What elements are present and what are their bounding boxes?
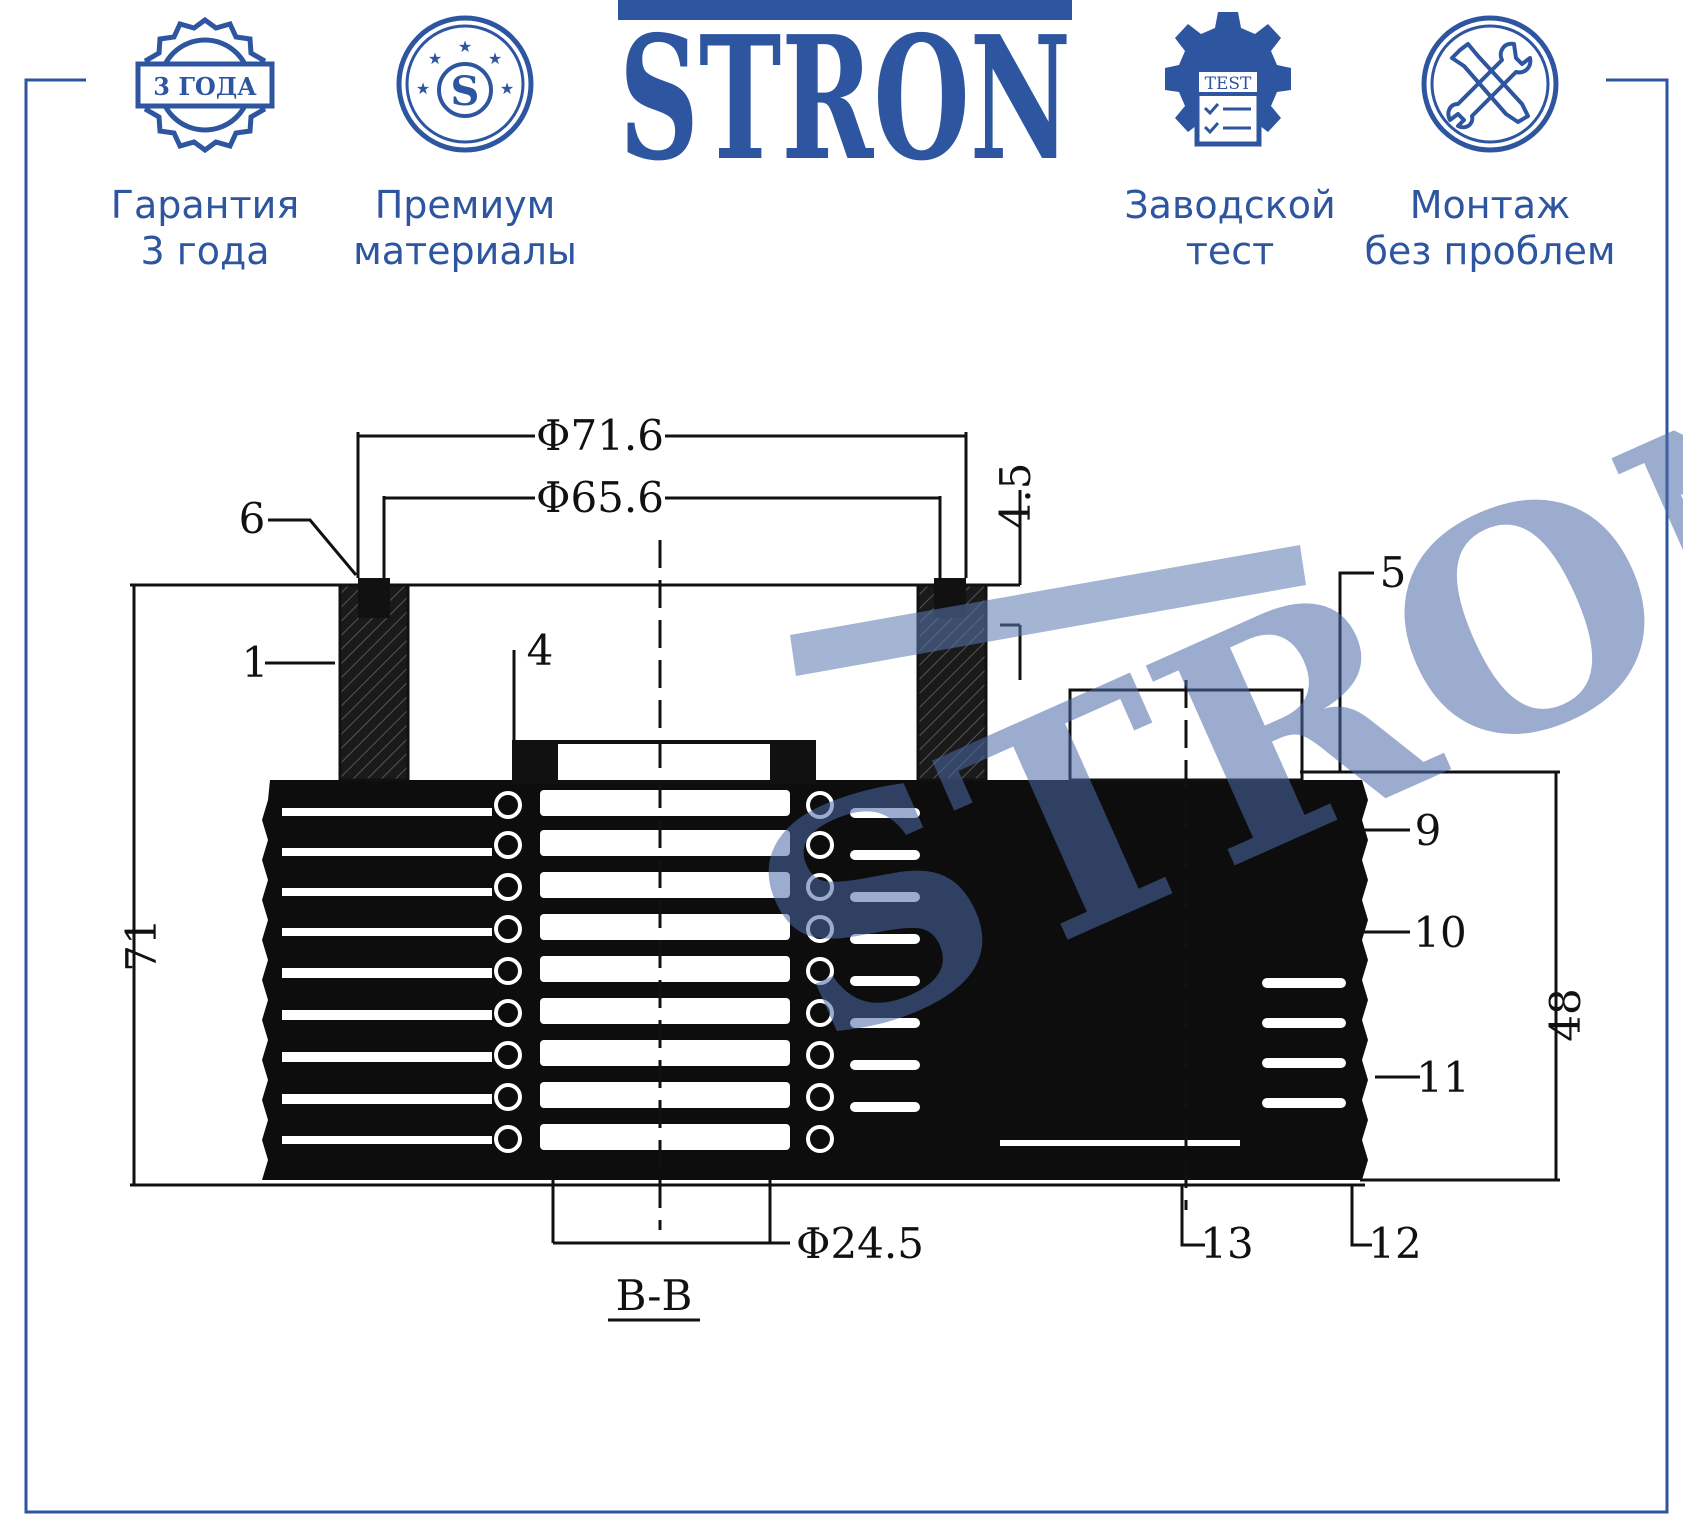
feature-test-line1: Заводской [1124,183,1336,227]
callout-5: 5 [1380,548,1407,597]
dim-total-height: 71 [117,918,166,971]
premium-badge-text: S [451,68,480,115]
callout-10: 10 [1413,908,1466,957]
feature-test: Заводской тест [1120,182,1340,274]
warranty-badge-text: 3 ГОДА [153,72,257,101]
svg-text:★: ★ [458,37,472,56]
feature-warranty-line1: Гарантия [110,183,300,227]
feature-installation: Монтаж без проблем [1360,182,1620,274]
cooler-core [262,740,1368,1180]
dim-inner-diameter: Φ65.6 [536,473,664,522]
callout-1: 1 [242,638,269,687]
feature-premium-line2: материалы [353,229,577,273]
callout-12: 12 [1368,1219,1421,1268]
dim-outer-diameter: Φ71.6 [536,411,664,460]
callout-4: 4 [527,626,554,675]
svg-text:★: ★ [416,79,430,98]
feature-warranty-line2: 3 года [140,229,270,273]
callout-11: 11 [1416,1053,1469,1102]
test-badge-text: TEST [1205,74,1252,94]
feature-premium: Премиум материалы [350,182,580,274]
section-label: B-B [616,1271,693,1320]
callout-9: 9 [1415,806,1442,855]
feature-installation-line1: Монтаж [1409,183,1571,227]
wrench-screwdriver-icon [1418,12,1562,156]
dim-core-height: 48 [1541,988,1590,1041]
svg-text:★: ★ [500,79,514,98]
feature-warranty: Гарантия 3 года [100,182,310,274]
dimension-lines [130,432,1560,1322]
premium-star-icon: S ★ ★ ★ ★ ★ [393,12,537,156]
feature-premium-line1: Премиум [374,183,556,227]
dim-flange-thickness: 4.5 [991,463,1040,530]
gear-test-icon: TEST [1163,10,1293,150]
feature-installation-line2: без проблем [1364,229,1616,273]
svg-text:★: ★ [428,49,442,68]
warranty-seal-icon: 3 ГОДА [130,12,280,162]
svg-text:★: ★ [488,49,502,68]
feature-test-line2: тест [1185,229,1275,273]
callout-13: 13 [1200,1219,1253,1268]
callout-6: 6 [239,494,266,543]
dim-bore-diameter: Φ24.5 [796,1219,924,1268]
